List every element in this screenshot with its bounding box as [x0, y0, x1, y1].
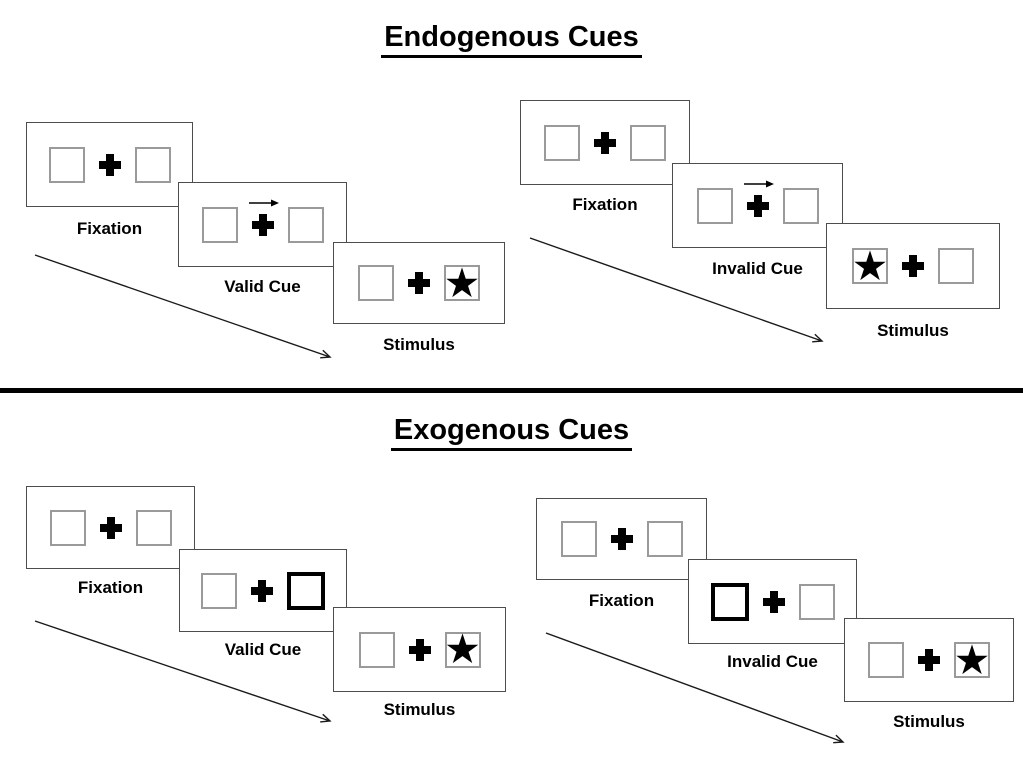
right-box: ★ — [444, 626, 481, 672]
panel-exogenous-valid-cue — [179, 549, 347, 632]
right-box — [938, 248, 974, 284]
star-stimulus-icon: ★ — [953, 636, 991, 683]
star-stimulus-icon: ★ — [444, 626, 481, 672]
fixation-cross-icon — [594, 131, 616, 154]
fixation-cross-icon — [408, 272, 430, 294]
star-stimulus-icon: ★ — [851, 242, 889, 289]
right-box-highlighted — [287, 571, 325, 610]
left-box — [201, 572, 237, 609]
right-box — [782, 187, 819, 224]
fixation-cross-icon — [251, 579, 273, 602]
section-title-exogenous: Exogenous Cues — [0, 413, 1023, 451]
fixation-cross-icon — [99, 516, 122, 539]
panel-label-fixation: Fixation — [572, 195, 638, 214]
time-arrow-endogenous-invalid — [529, 237, 824, 343]
fixation-cross-icon — [98, 153, 121, 176]
panel-label-stimulus: Stimulus — [893, 712, 965, 731]
right-box: ★ — [953, 636, 991, 683]
left-box — [201, 206, 238, 243]
left-box — [49, 509, 86, 546]
fixation-cross-icon — [902, 255, 924, 277]
panel-exogenous-invalid-cue — [688, 559, 857, 644]
panel-endogenous-invalid-fixation — [520, 100, 690, 185]
right-box — [287, 206, 324, 243]
section-title-endogenous: Endogenous Cues — [0, 20, 1023, 58]
panel-endogenous-valid-stimulus: ★ — [333, 242, 505, 324]
right-box — [630, 124, 666, 161]
fixation-cross-icon — [746, 194, 769, 217]
time-arrow-endogenous-valid — [34, 254, 332, 359]
right-box — [134, 146, 171, 183]
right-box — [135, 509, 172, 546]
panel-label-stimulus: Stimulus — [383, 335, 455, 354]
panel-label-fixation: Fixation — [76, 219, 143, 238]
left-box — [868, 642, 904, 678]
panel-label-stimulus: Stimulus — [383, 700, 456, 719]
time-arrow-exogenous-valid — [34, 620, 332, 723]
right-arrow-cue-icon — [248, 199, 279, 207]
panel-label-stimulus: Stimulus — [877, 321, 949, 340]
left-box — [696, 187, 733, 224]
fixation-cross-icon — [251, 213, 274, 236]
left-box — [358, 631, 395, 668]
time-arrow-exogenous-invalid — [545, 632, 845, 744]
panel-exogenous-invalid-fixation — [536, 498, 707, 580]
left-box-highlighted — [710, 582, 749, 621]
section-divider — [0, 388, 1023, 393]
fixation-cross-icon — [918, 649, 940, 671]
panel-endogenous-valid-fixation — [26, 122, 193, 207]
panel-label-valid-cue: Valid Cue — [224, 640, 302, 659]
star-stimulus-icon: ★ — [443, 259, 481, 306]
fixation-cross-icon — [762, 590, 785, 613]
left-box — [560, 521, 597, 557]
panel-label-fixation: Fixation — [588, 591, 655, 610]
fixation-cross-icon — [610, 528, 633, 550]
panel-label-invalid-cue: Invalid Cue — [727, 652, 818, 671]
panel-endogenous-invalid-cue — [672, 163, 843, 248]
right-box: ★ — [443, 259, 481, 306]
panel-endogenous-invalid-stimulus: ★ — [826, 223, 1000, 309]
left-box: ★ — [851, 242, 889, 289]
left-box — [48, 146, 85, 183]
panel-label-fixation: Fixation — [77, 578, 144, 597]
panel-label-invalid-cue: Invalid Cue — [712, 259, 803, 278]
left-box — [358, 265, 394, 301]
left-box — [544, 124, 580, 161]
panel-exogenous-valid-fixation — [26, 486, 195, 569]
panel-endogenous-valid-cue — [178, 182, 347, 267]
panel-label-valid-cue: Valid Cue — [224, 277, 301, 296]
right-box — [646, 521, 683, 557]
fixation-cross-icon — [408, 638, 431, 661]
right-box — [798, 583, 835, 620]
panel-exogenous-valid-stimulus: ★ — [333, 607, 506, 692]
right-arrow-cue-icon — [743, 180, 774, 188]
panel-exogenous-invalid-stimulus: ★ — [844, 618, 1014, 702]
